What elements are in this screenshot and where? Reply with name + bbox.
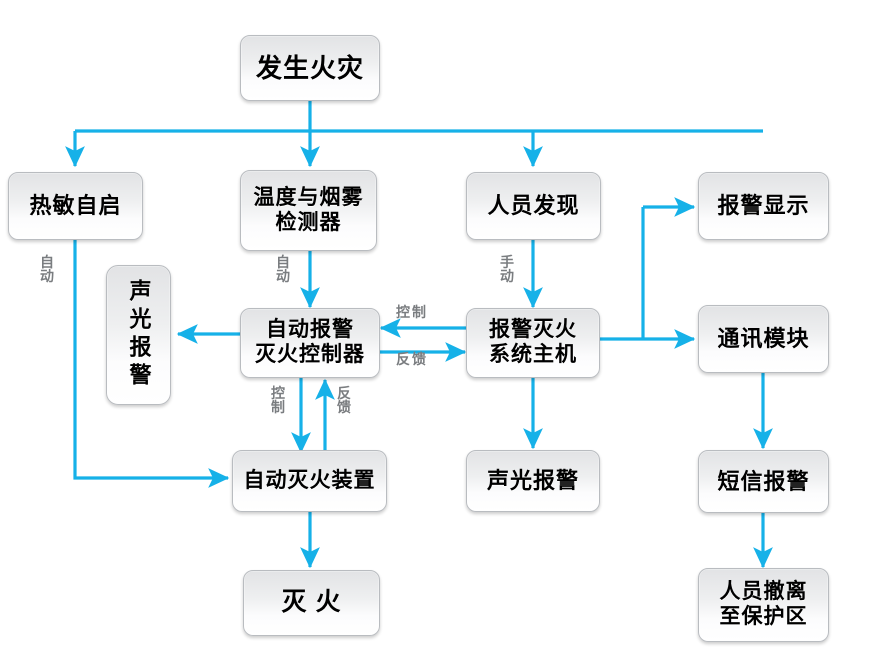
node-extinguish-label: 灭 火 — [281, 588, 342, 617]
node-thermal-auto-start-label: 热敏自启 — [29, 193, 122, 219]
node-alarm-display-label: 报警显示 — [717, 193, 810, 219]
node-sound-light-alarm-left-label: 声光报警 — [126, 279, 152, 391]
edge-label-manual: 手 动 — [500, 254, 514, 285]
node-sound-light-alarm-middle-label: 声光报警 — [486, 468, 579, 494]
node-communication-module[interactable]: 通讯模块 — [698, 305, 829, 373]
node-thermal-auto-start[interactable]: 热敏自启 — [8, 172, 143, 240]
node-temperature-smoke-detector-label: 温度与烟雾 检测器 — [253, 185, 364, 234]
node-evacuate-to-safe-zone-label: 人员撤离 至保护区 — [719, 580, 808, 628]
node-extinguish[interactable]: 灭 火 — [243, 570, 380, 636]
node-sound-light-alarm-middle[interactable]: 声光报警 — [466, 450, 600, 512]
node-sms-alarm-label: 短信报警 — [717, 468, 810, 494]
node-auto-alarm-extinguish-controller[interactable]: 自动报警 灭火控制器 — [240, 308, 380, 378]
node-auto-alarm-extinguish-controller-label: 自动报警 灭火控制器 — [255, 318, 365, 366]
edge-label-auto-middle: 自 动 — [276, 254, 290, 285]
node-sms-alarm[interactable]: 短信报警 — [698, 450, 829, 513]
node-temperature-smoke-detector[interactable]: 温度与烟雾 检测器 — [240, 170, 377, 251]
node-fire[interactable]: 发生火灾 — [240, 35, 380, 101]
node-alarm-extinguish-system-host[interactable]: 报警灭火 系统主机 — [466, 308, 600, 378]
node-communication-module-label: 通讯模块 — [717, 326, 810, 352]
edge-label-control-vertical: 控 制 — [271, 385, 285, 416]
node-sound-light-alarm-left[interactable]: 声光报警 — [106, 265, 171, 405]
node-fire-label: 发生火灾 — [255, 52, 364, 83]
node-alarm-extinguish-system-host-label: 报警灭火 系统主机 — [489, 318, 577, 366]
edge-label-auto-left: 自 动 — [40, 254, 54, 285]
node-person-discovery-label: 人员发现 — [487, 193, 580, 219]
edge-thermal-device — [73, 240, 230, 488]
edge-label-control-horizontal: 控制 — [396, 304, 428, 320]
node-person-discovery[interactable]: 人员发现 — [466, 172, 601, 240]
edge-label-feedback-horizontal: 反馈 — [396, 351, 428, 367]
node-alarm-display[interactable]: 报警显示 — [698, 172, 829, 240]
node-evacuate-to-safe-zone[interactable]: 人员撤离 至保护区 — [698, 568, 829, 642]
node-auto-extinguish-device[interactable]: 自动灭火装置 — [232, 450, 387, 512]
node-auto-extinguish-device-label: 自动灭火装置 — [243, 468, 376, 492]
edge-label-feedback-vertical: 反 馈 — [337, 385, 351, 416]
